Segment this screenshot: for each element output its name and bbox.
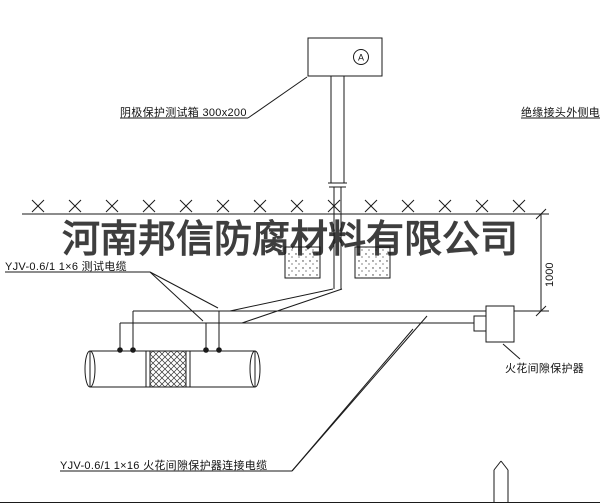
label-insulated-joint-cable: 绝缘接头外侧电缆 (521, 107, 600, 119)
pipe-end-cap-right (249, 350, 261, 388)
ammeter-letter: A (358, 53, 364, 63)
ground-line (22, 199, 549, 215)
dimension-1000 (535, 208, 547, 317)
cable-connection-dots (117, 347, 222, 353)
label-test-cable: YJV-0.6/1 1×6 测试电缆 (5, 261, 127, 273)
label-dimension-1000: 1000 (544, 262, 556, 287)
pipeline (84, 347, 261, 388)
spark-gap-protector (473, 305, 521, 360)
label-test-box: 阴极保护测试箱 300x200 (120, 107, 247, 119)
conduit-riser (328, 76, 347, 289)
spark-gap-leader-line (502, 343, 521, 360)
cable-runs (119, 288, 549, 350)
pipe-riser-symbol (493, 460, 509, 502)
pipe-end-cap-left (84, 350, 96, 388)
leader-lines (5, 76, 600, 472)
ammeter-circle-icon (353, 49, 369, 65)
test-box: A (307, 37, 383, 77)
insulating-joint-hatch (149, 350, 187, 388)
company-watermark: 河南邦信防腐材料有限公司 (62, 219, 519, 261)
label-spark-gap-protector: 火花间隙保护器 (505, 363, 585, 375)
foundation-blocks (284, 246, 391, 279)
label-connection-cable: YJV-0.6/1 1×16 火花间隙保护器连接电缆 (60, 460, 268, 472)
